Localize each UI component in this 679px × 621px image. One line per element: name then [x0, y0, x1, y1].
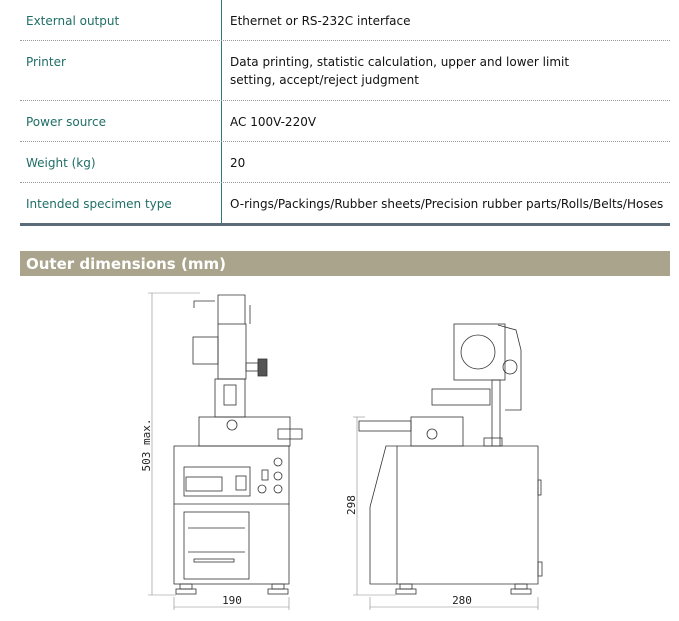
spec-value: 20: [230, 156, 246, 170]
spec-row-weight: Weight (kg) 20: [20, 142, 670, 183]
side-view: [358, 323, 543, 595]
front-view: [173, 294, 303, 595]
spec-value: O-rings/Packings/Rubber sheets/Precision…: [230, 197, 664, 211]
spec-row-printer: Printer Data printing, statistic calcula…: [20, 41, 670, 101]
spec-label: Weight (kg): [20, 142, 222, 182]
spec-label: Intended specimen type: [20, 183, 222, 223]
spec-row-external-output: External output Ethernet or RS-232C inte…: [20, 0, 670, 41]
section-header-outer-dimensions: Outer dimensions (mm): [20, 251, 670, 276]
height-dimension-label: 503 max.: [140, 419, 153, 472]
spec-value: Ethernet or RS-232C interface: [230, 14, 411, 28]
dimension-lines: [148, 292, 539, 610]
spec-value: AC 100V-220V: [230, 115, 317, 129]
spec-table: External output Ethernet or RS-232C inte…: [20, 0, 670, 226]
spec-label: External output: [20, 0, 222, 40]
side-height-label: 298: [345, 495, 358, 515]
spec-label: Printer: [20, 41, 222, 100]
spec-label: Power source: [20, 101, 222, 141]
front-width-label: 190: [222, 594, 242, 607]
spec-row-specimen-type: Intended specimen type O-rings/Packings/…: [20, 183, 670, 226]
spec-row-power-source: Power source AC 100V-220V: [20, 101, 670, 142]
spec-value: Data printing, statistic calculation, up…: [230, 55, 570, 87]
side-width-label: 280: [452, 594, 472, 607]
